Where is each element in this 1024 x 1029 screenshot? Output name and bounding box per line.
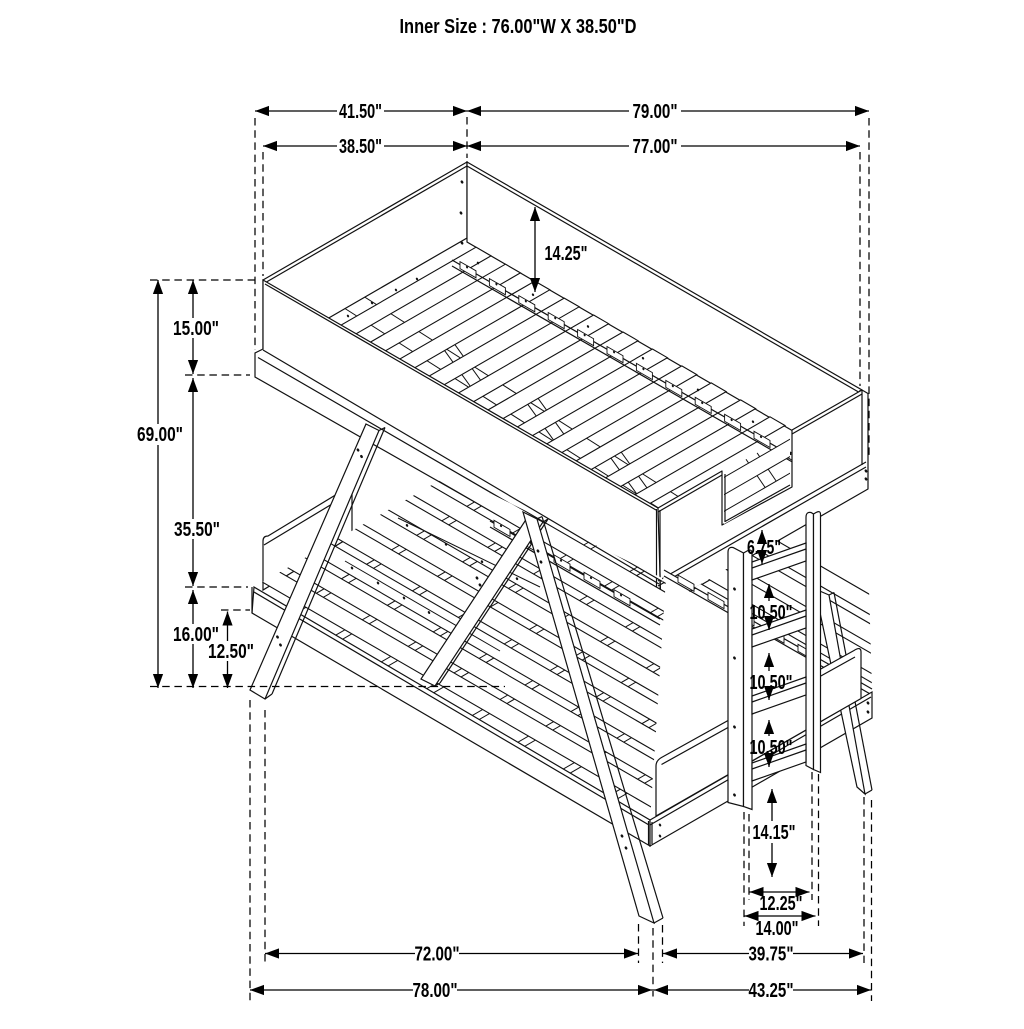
svg-text:43.25": 43.25" [749,980,794,1002]
svg-text:6.75": 6.75" [747,537,781,559]
svg-text:41.50": 41.50" [339,101,382,123]
svg-text:14.15": 14.15" [753,822,796,844]
svg-text:12.50": 12.50" [208,641,254,663]
svg-text:16.00": 16.00" [173,624,219,646]
svg-text:79.00": 79.00" [633,101,678,123]
svg-text:15.00": 15.00" [173,318,219,340]
svg-text:10.50": 10.50" [750,672,793,694]
svg-text:39.75": 39.75" [749,944,794,966]
svg-text:35.50": 35.50" [174,519,220,541]
svg-text:72.00": 72.00" [415,944,460,966]
svg-text:10.50": 10.50" [750,737,793,759]
svg-text:38.50": 38.50" [339,136,382,158]
svg-text:10.50": 10.50" [750,602,793,624]
svg-text:78.00": 78.00" [413,980,458,1002]
svg-text:14.25": 14.25" [545,243,588,265]
svg-text:14.00": 14.00" [756,918,799,940]
svg-text:77.00": 77.00" [633,136,678,158]
svg-text:Inner Size : 76.00"W X 38.50"D: Inner Size : 76.00"W X 38.50"D [400,16,637,38]
svg-text:69.00": 69.00" [137,424,183,446]
svg-text:12.25": 12.25" [760,893,803,915]
